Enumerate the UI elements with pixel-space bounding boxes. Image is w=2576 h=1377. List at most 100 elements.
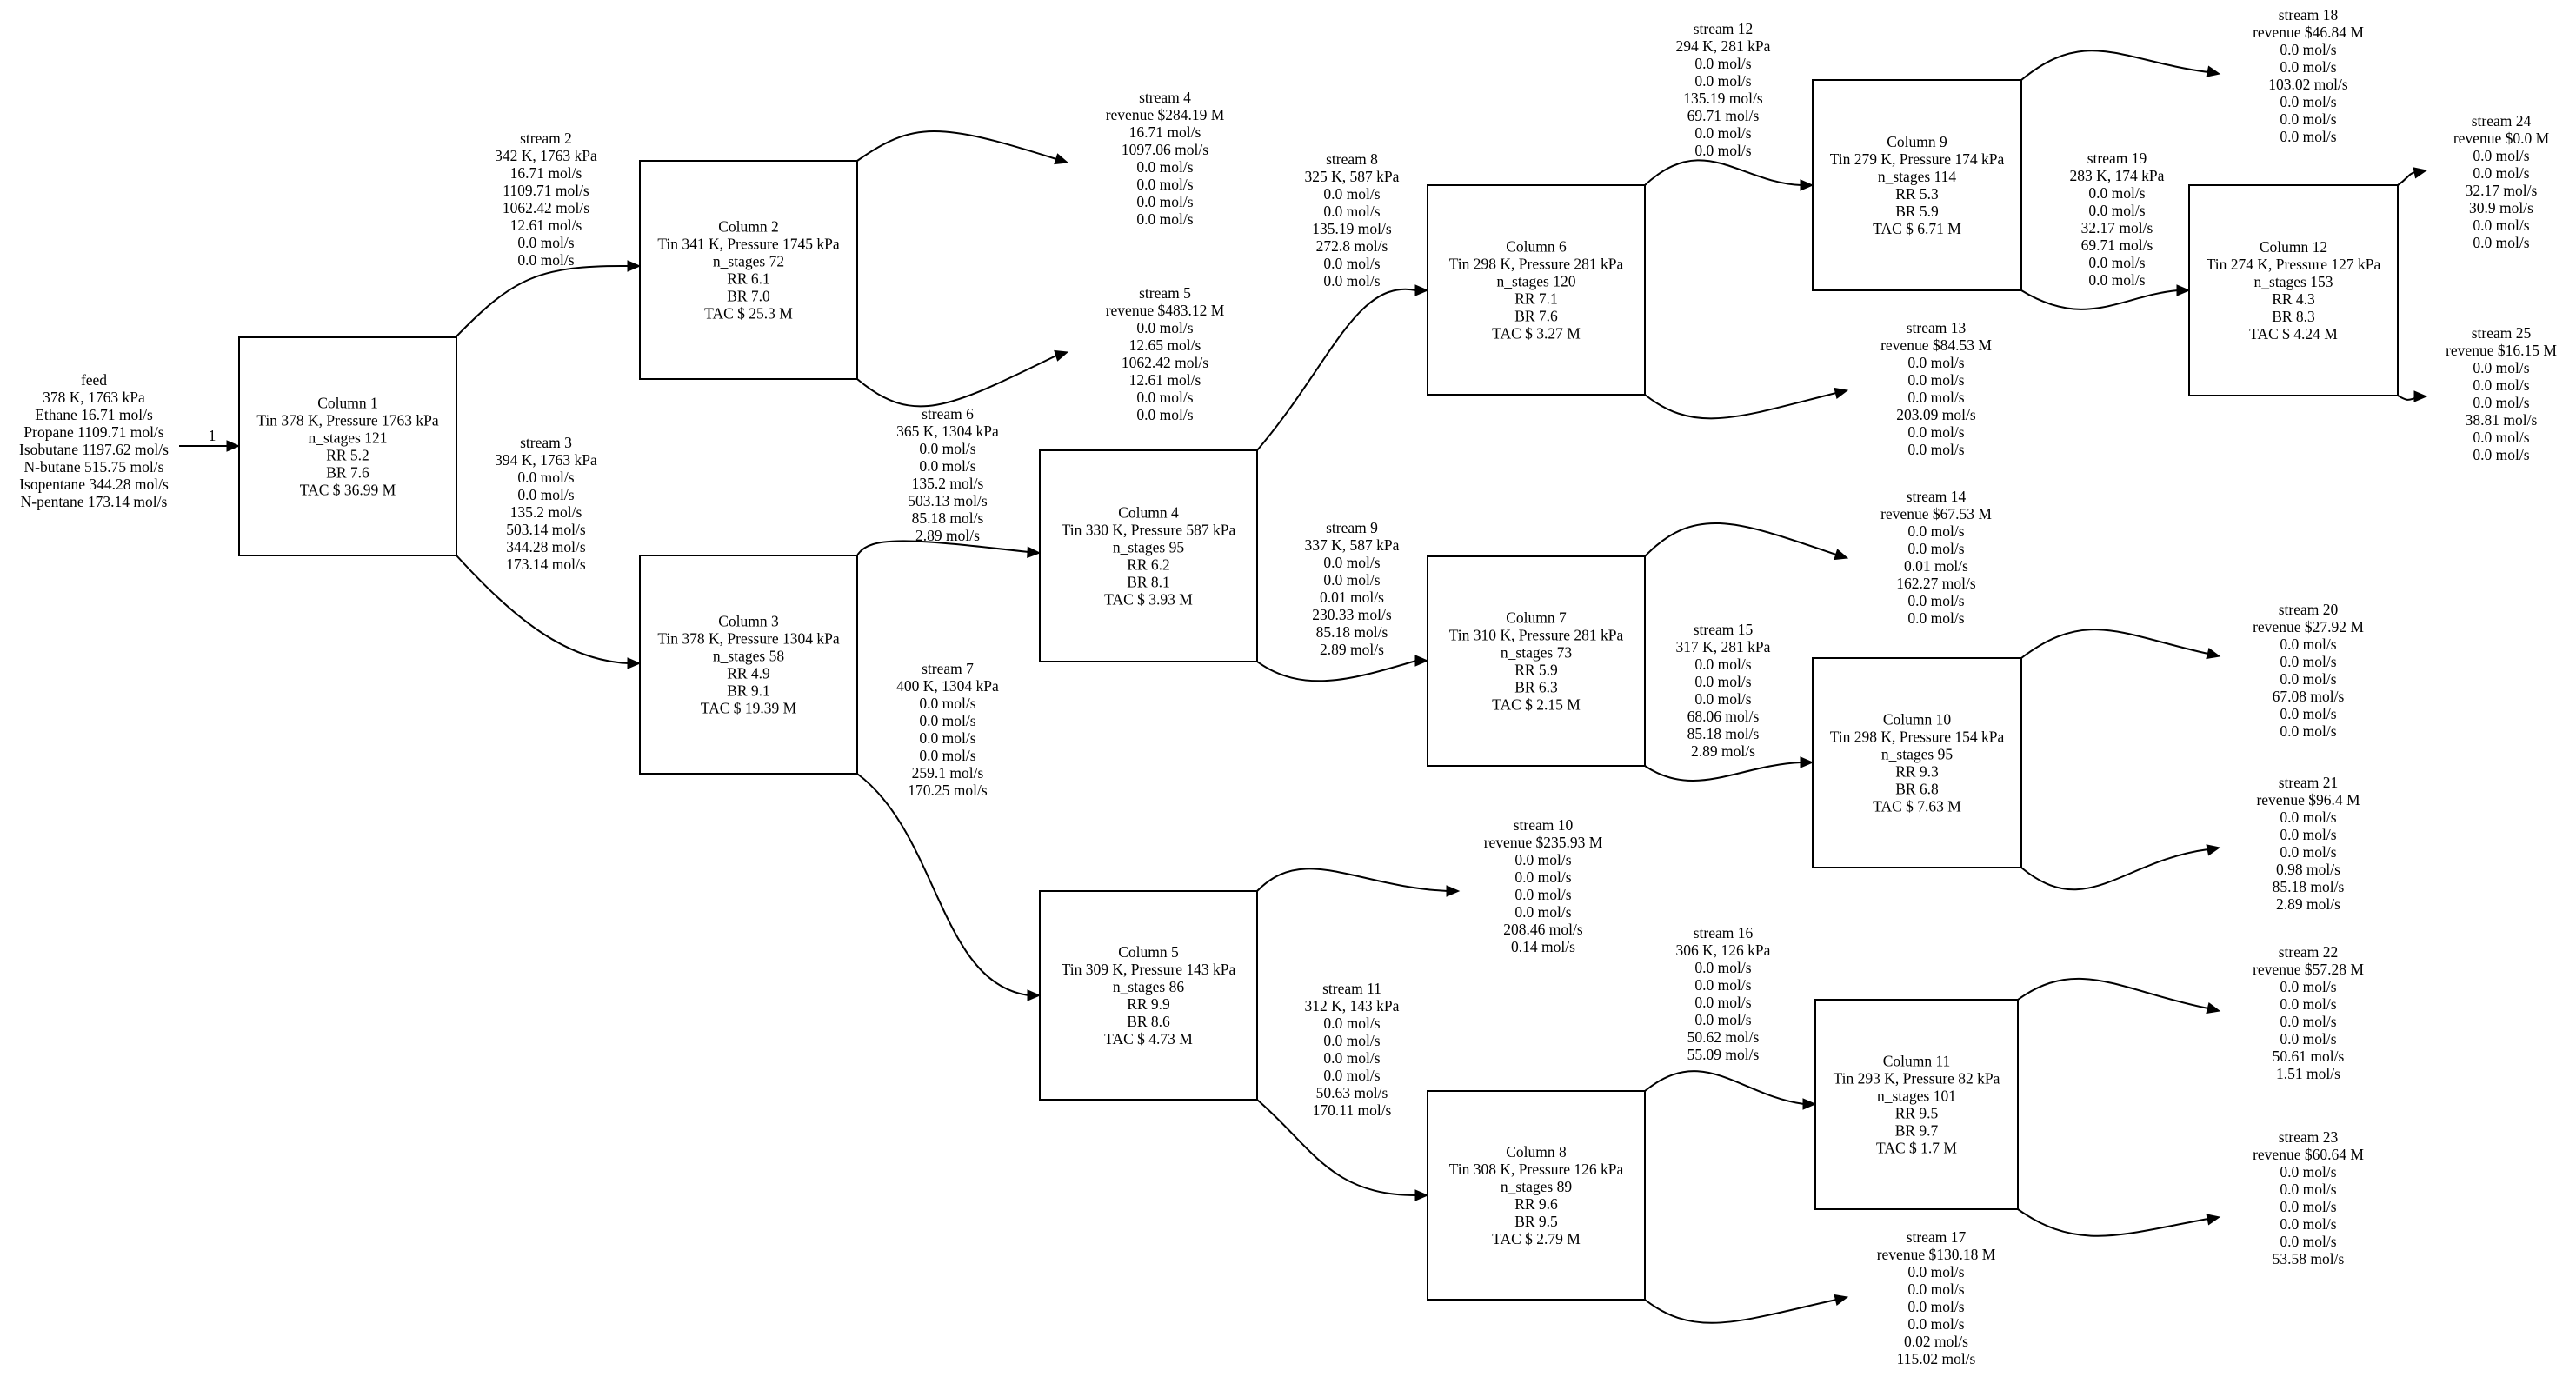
- stream-label-s7-line-7: 259.1 mol/s: [912, 764, 984, 782]
- feed-label-line-6: N-butane 515.75 mol/s: [24, 458, 164, 476]
- stream-label-s19-line-1: stream 19: [2087, 150, 2147, 167]
- stream-label-s15-line-5: 0.0 mol/s: [1694, 690, 1751, 708]
- stream-label-s6-line-4: 0.0 mol/s: [919, 457, 975, 475]
- stream-label-s14-line-4: 0.0 mol/s: [1907, 540, 1964, 557]
- column-label-c8-line-5: BR 9.5: [1514, 1213, 1558, 1230]
- stream-label-s7-line-8: 170.25 mol/s: [908, 782, 988, 799]
- edge-s8: [1256, 284, 1429, 451]
- edge-s19-arrowhead: [2176, 284, 2191, 296]
- stream-label-s12-line-7: 0.0 mol/s: [1694, 124, 1751, 142]
- edge-s6: [856, 540, 1042, 559]
- edge-s22: [2017, 977, 2221, 1014]
- column-label-c1-line-6: TAC $ 36.99 M: [300, 482, 396, 499]
- stream-edges: [179, 50, 2428, 1324]
- column-label-c11-line-1: Column 11: [1883, 1053, 1951, 1070]
- column-box: [1039, 449, 1258, 662]
- stream-label-s20-line-7: 0.0 mol/s: [2280, 705, 2336, 722]
- stream-label-s12-line-6: 69.71 mol/s: [1687, 107, 1760, 124]
- edge-s9-arrowhead: [1414, 655, 1429, 667]
- column-label-c11-line-6: TAC $ 1.7 M: [1876, 1140, 1957, 1157]
- edge-s12-arrowhead: [1800, 179, 1814, 191]
- stream-label-s21-line-3: 0.0 mol/s: [2280, 808, 2336, 826]
- stream-label-s3-line-8: 173.14 mol/s: [506, 555, 586, 573]
- stream-label-s15-line-2: 317 K, 281 kPa: [1676, 638, 1771, 655]
- edge-s22-arrowhead: [2206, 1001, 2221, 1014]
- edge-s3-arrowhead: [627, 657, 642, 669]
- column-label-c2-line-5: BR 7.0: [727, 288, 770, 305]
- column-label-c10-line-6: TAC $ 7.63 M: [1873, 798, 1961, 815]
- column-label-c9-line-5: BR 5.9: [1895, 203, 1939, 220]
- edge-s4-arrowhead: [1054, 153, 1069, 165]
- stream-label-s13-line-1: stream 13: [1907, 319, 1967, 336]
- column-label-c5-line-3: n_stages 86: [1113, 978, 1184, 995]
- stream-label-s18-line-6: 0.0 mol/s: [2280, 93, 2336, 110]
- stream-label-s22-line-8: 1.51 mol/s: [2276, 1065, 2340, 1082]
- stream-label-s25-line-4: 0.0 mol/s: [2473, 376, 2529, 394]
- stream-label-s3-line-3: 0.0 mol/s: [517, 469, 574, 486]
- stream-label-s24-line-8: 0.0 mol/s: [2473, 234, 2529, 251]
- stream-label-s8-line-7: 0.0 mol/s: [1323, 255, 1380, 272]
- stream-label-s25-line-3: 0.0 mol/s: [2473, 359, 2529, 376]
- column-label-c4-line-3: n_stages 95: [1113, 539, 1184, 556]
- column-label-c9-line-2: Tin 279 K, Pressure 174 kPa: [1830, 150, 2005, 168]
- stream-label-s22-line-5: 0.0 mol/s: [2280, 1013, 2336, 1030]
- stream-label-s5-line-3: 0.0 mol/s: [1136, 319, 1193, 336]
- stream-label-s21-line-2: revenue $96.4 M: [2256, 791, 2360, 808]
- column-label-c3-line-6: TAC $ 19.39 M: [701, 700, 797, 717]
- edge-feed-c1: [179, 440, 241, 452]
- column-label-c5-line-6: TAC $ 4.73 M: [1104, 1030, 1193, 1048]
- stream-label-s6-line-3: 0.0 mol/s: [919, 440, 975, 457]
- stream-label-s22-line-4: 0.0 mol/s: [2280, 995, 2336, 1013]
- stream-label-s18-line-8: 0.0 mol/s: [2280, 128, 2336, 145]
- edge-s24: [2397, 167, 2428, 186]
- stream-label-s24-line-1: stream 24: [2472, 112, 2532, 130]
- edge-s15-line: [1644, 762, 1802, 782]
- column-label-c7-line-6: TAC $ 2.15 M: [1492, 696, 1581, 714]
- stream-label-s21-line-6: 0.98 mol/s: [2276, 861, 2340, 878]
- edge-s24-arrowhead: [2413, 167, 2428, 179]
- stream-label-s4-line-2: revenue $284.19 M: [1106, 106, 1225, 123]
- stream-label-s5-line-4: 12.65 mol/s: [1129, 336, 1201, 354]
- column-label-c12-line-2: Tin 274 K, Pressure 127 kPa: [2207, 256, 2381, 273]
- edge-s12: [1644, 159, 1814, 191]
- feed-label-line-3: Ethane 16.71 mol/s: [35, 406, 153, 423]
- stream-label-s23-line-2: revenue $60.64 M: [2253, 1146, 2364, 1163]
- stream-label-s16-line-6: 0.0 mol/s: [1694, 1011, 1751, 1028]
- stream-label-s9-line-4: 0.0 mol/s: [1323, 571, 1380, 589]
- column-label-c4-line-6: TAC $ 3.93 M: [1104, 591, 1193, 609]
- stream-label-s19-line-7: 0.0 mol/s: [2088, 254, 2145, 271]
- stream-label-s21-line-8: 2.89 mol/s: [2276, 895, 2340, 913]
- edge-s5-arrowhead: [1054, 349, 1069, 362]
- stream-label-s24-line-5: 32.17 mol/s: [2466, 182, 2538, 199]
- edge-s7-line: [856, 773, 1029, 996]
- column-label-c6-line-2: Tin 298 K, Pressure 281 kPa: [1449, 256, 1624, 273]
- feed-label-line-5: Isobutane 1197.62 mol/s: [19, 441, 169, 458]
- stream-label-s12-line-8: 0.0 mol/s: [1694, 142, 1751, 159]
- column-label-c3-line-2: Tin 378 K, Pressure 1304 kPa: [657, 630, 840, 648]
- edge-s21-arrowhead: [2206, 844, 2221, 856]
- edge-s7: [856, 773, 1042, 1001]
- edge-s23-arrowhead: [2206, 1214, 2221, 1226]
- column-label-c11-line-5: BR 9.7: [1895, 1122, 1939, 1140]
- column-label-c8-line-2: Tin 308 K, Pressure 126 kPa: [1449, 1161, 1624, 1178]
- stream-label-s17-line-4: 0.0 mol/s: [1907, 1281, 1964, 1298]
- stream-label-s5-line-2: revenue $483.12 M: [1106, 302, 1225, 319]
- stream-label-s16-line-2: 306 K, 126 kPa: [1676, 941, 1771, 959]
- stream-label-s2-line-3: 16.71 mol/s: [510, 164, 582, 182]
- column-label-c6-line-3: n_stages 120: [1497, 273, 1576, 290]
- edge-s18-arrowhead: [2206, 65, 2221, 77]
- stream-label-s15-line-6: 68.06 mol/s: [1687, 708, 1760, 725]
- column-label-c3-line-5: BR 9.1: [727, 682, 770, 700]
- stream-label-s4-line-3: 16.71 mol/s: [1129, 123, 1201, 141]
- edge-s17-arrowhead: [1834, 1294, 1849, 1307]
